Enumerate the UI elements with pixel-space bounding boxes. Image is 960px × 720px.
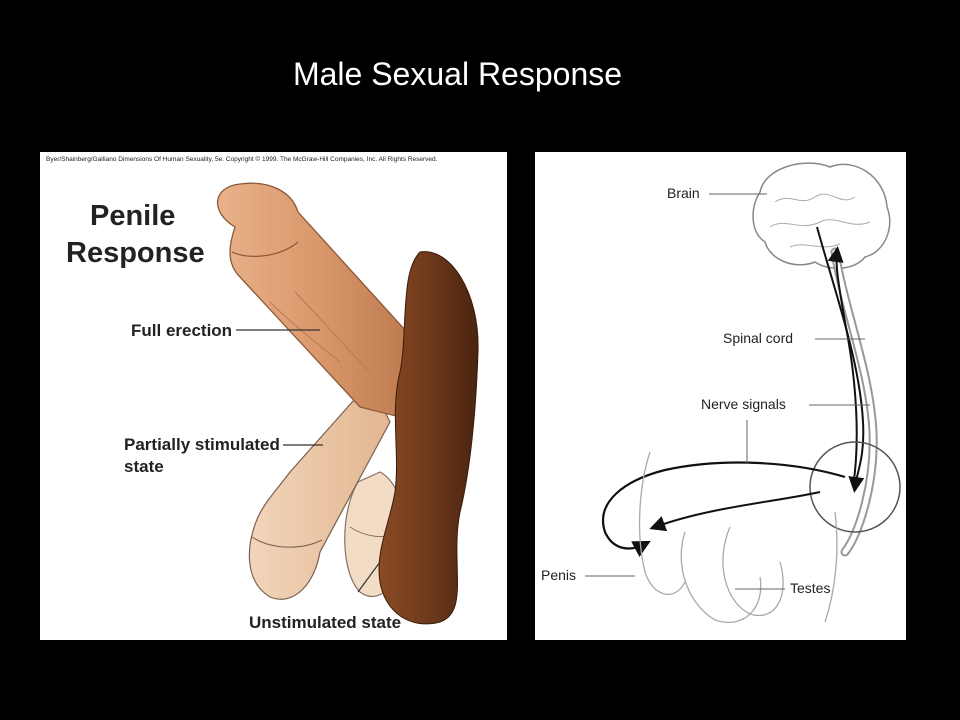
body-outline xyxy=(638,451,838,623)
nerve-signal-descending xyxy=(816,226,865,493)
copyright-credit: Byer/Shainberg/Galliano Dimensions Of Hu… xyxy=(46,155,438,163)
label-spinal-cord: Spinal cord xyxy=(723,330,793,346)
penile-response-panel: Byer/Shainberg/Galliano Dimensions Of Hu… xyxy=(40,152,507,640)
penile-response-illustration: Byer/Shainberg/Galliano Dimensions Of Hu… xyxy=(46,155,479,632)
nerve-pathway-panel: Brain Spinal cord Nerve signals Penis Te… xyxy=(535,152,906,640)
nerve-loop-pathway xyxy=(602,461,846,557)
full-erection-shape xyxy=(216,182,426,423)
panel-heading-line1: Penile xyxy=(90,200,175,232)
leader-unstim xyxy=(357,561,381,593)
label-nerve-signals: Nerve signals xyxy=(701,396,786,412)
label-partial-line1: Partially stimulated xyxy=(124,435,280,454)
panel-heading-line2: Response xyxy=(66,237,205,269)
label-unstimulated: Unstimulated state xyxy=(249,613,401,632)
brain-outline xyxy=(752,162,891,269)
label-penis: Penis xyxy=(541,567,576,583)
label-brain: Brain xyxy=(667,185,700,201)
magnified-region-circle xyxy=(809,441,901,533)
label-partial-line2: state xyxy=(124,457,164,476)
partial-shape xyxy=(248,380,391,600)
nerve-pathway-diagram: Brain Spinal cord Nerve signals Penis Te… xyxy=(541,162,901,623)
slide-title: Male Sexual Response xyxy=(292,56,623,92)
label-testes: Testes xyxy=(790,580,830,596)
label-full-erection: Full erection xyxy=(131,321,232,340)
pubic-hair-region xyxy=(378,251,479,625)
nerve-signal-ascending xyxy=(827,246,858,488)
